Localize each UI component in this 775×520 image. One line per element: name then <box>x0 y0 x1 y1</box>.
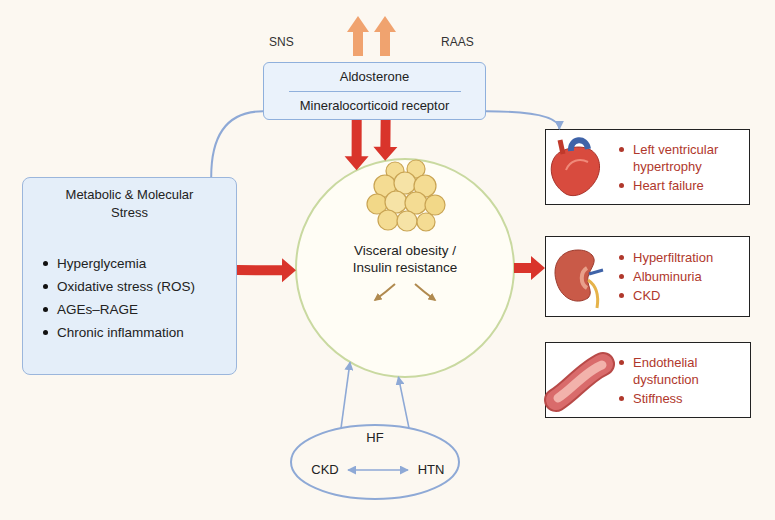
bullet-text: CKD <box>633 287 660 304</box>
node-text: Aldosterone <box>340 69 409 85</box>
node-text: Visceral obesity / Insulin resistance <box>340 242 470 276</box>
signal-label: RAAS <box>441 34 474 50</box>
bullet-dot <box>619 396 624 401</box>
kidney-icon <box>555 250 594 301</box>
heart-box: Left ventricular hypertrophyHeart failur… <box>545 129 750 205</box>
hormone-box: AldosteroneMineralocorticoid receptor <box>263 62 486 120</box>
bullet-dot <box>619 293 624 298</box>
bullet-item: Left ventricular hypertrophy <box>619 141 743 175</box>
vessel-box: Endothelial dysfunctionStiffness <box>545 342 751 418</box>
bullet-text: Chronic inflammation <box>57 321 184 344</box>
fat-cell <box>386 162 404 180</box>
bullet-dot <box>619 255 624 260</box>
connector-curve <box>486 111 559 129</box>
bullet-dot <box>619 274 624 279</box>
bullet-dot <box>619 183 624 188</box>
bullet-item: Stiffness <box>619 390 744 407</box>
bullet-item: Hyperglycemia <box>35 252 224 275</box>
bullet-dot <box>619 147 624 152</box>
bullet-dot <box>619 360 624 365</box>
connector-curve <box>211 111 263 177</box>
heart-icon <box>551 147 599 196</box>
vessel-icon <box>556 364 603 400</box>
kidney-box: HyperfiltrationAlbuminuriaCKD <box>545 236 750 317</box>
fat-cell <box>397 211 417 231</box>
condition-node: CKD <box>302 460 348 480</box>
node-text: HTN <box>408 460 454 480</box>
bullet-item: CKD <box>619 287 743 304</box>
node-text: Mineralocorticoid receptor <box>300 98 450 114</box>
block-arrow <box>373 120 397 161</box>
bullet-text: AGEs–RAGE <box>57 298 138 321</box>
central-circle: Visceral obesity / Insulin resistance <box>295 158 515 378</box>
bullet-dot <box>43 330 48 335</box>
bullet-dot <box>43 307 48 312</box>
comorbidity-loop: HF CKD HTN <box>290 424 460 500</box>
connector-arrow <box>348 469 408 471</box>
outline-ellipse <box>291 425 459 499</box>
connector-arrow <box>341 362 350 428</box>
bullet-text: Stiffness <box>633 390 683 407</box>
heart-vessel <box>571 140 588 151</box>
fat-cell <box>414 175 436 197</box>
box-heading: Metabolic & Molecular Stress <box>47 186 212 222</box>
bullet-item: Albuminuria <box>619 268 743 285</box>
bullet-dot <box>43 284 48 289</box>
fat-cell <box>425 195 445 215</box>
bullet-item: Hyperfiltration <box>619 249 743 266</box>
up-arrow <box>374 16 396 56</box>
bullet-text: Heart failure <box>633 177 704 194</box>
bullet-item: Oxidative stress (ROS) <box>35 275 224 298</box>
up-arrow <box>347 16 369 56</box>
connector-arrow <box>398 377 409 428</box>
bullet-item: AGEs–RAGE <box>35 298 224 321</box>
bullet-text: Hyperfiltration <box>633 249 713 266</box>
divider-line <box>289 91 461 92</box>
block-arrow <box>345 120 369 170</box>
bullet-item: Endothelial dysfunction <box>619 354 744 388</box>
bullet-text: Left ventricular hypertrophy <box>633 141 743 175</box>
bullet-item: Chronic inflammation <box>35 321 224 344</box>
node-text: HF <box>290 430 460 446</box>
fat-cell <box>394 172 416 194</box>
fat-cell <box>417 213 435 231</box>
outline-ellipse <box>296 159 514 377</box>
vessel-icon <box>556 364 603 400</box>
block-arrow <box>514 256 545 280</box>
bullet-text: Endothelial dysfunction <box>633 354 744 388</box>
fat-cell <box>405 192 427 214</box>
bullet-dot <box>43 261 48 266</box>
bullet-text: Hyperglycemia <box>57 252 146 275</box>
stress-box: Metabolic & Molecular StressHyperglycemi… <box>22 177 237 375</box>
fat-cell <box>367 194 387 214</box>
fat-cell <box>378 210 398 230</box>
signal-label: SNS <box>269 34 294 50</box>
renal-vessel <box>589 270 603 274</box>
block-arrow <box>237 258 296 282</box>
node-text: CKD <box>302 460 348 480</box>
kidney-pelvis <box>582 268 587 288</box>
ureter <box>588 280 598 308</box>
fat-cell <box>385 191 407 213</box>
heart-vessel <box>560 140 563 154</box>
fat-cell <box>374 175 396 197</box>
heart-highlight <box>566 160 588 170</box>
outflow-arrow <box>415 284 435 300</box>
bullet-item: Heart failure <box>619 177 743 194</box>
vessel-lumen <box>558 365 602 398</box>
fat-cell <box>407 160 425 178</box>
outflow-arrow <box>375 284 395 300</box>
bullet-text: Oxidative stress (ROS) <box>57 275 195 298</box>
bullet-text: Albuminuria <box>633 268 702 285</box>
condition-node: HTN <box>408 460 454 480</box>
